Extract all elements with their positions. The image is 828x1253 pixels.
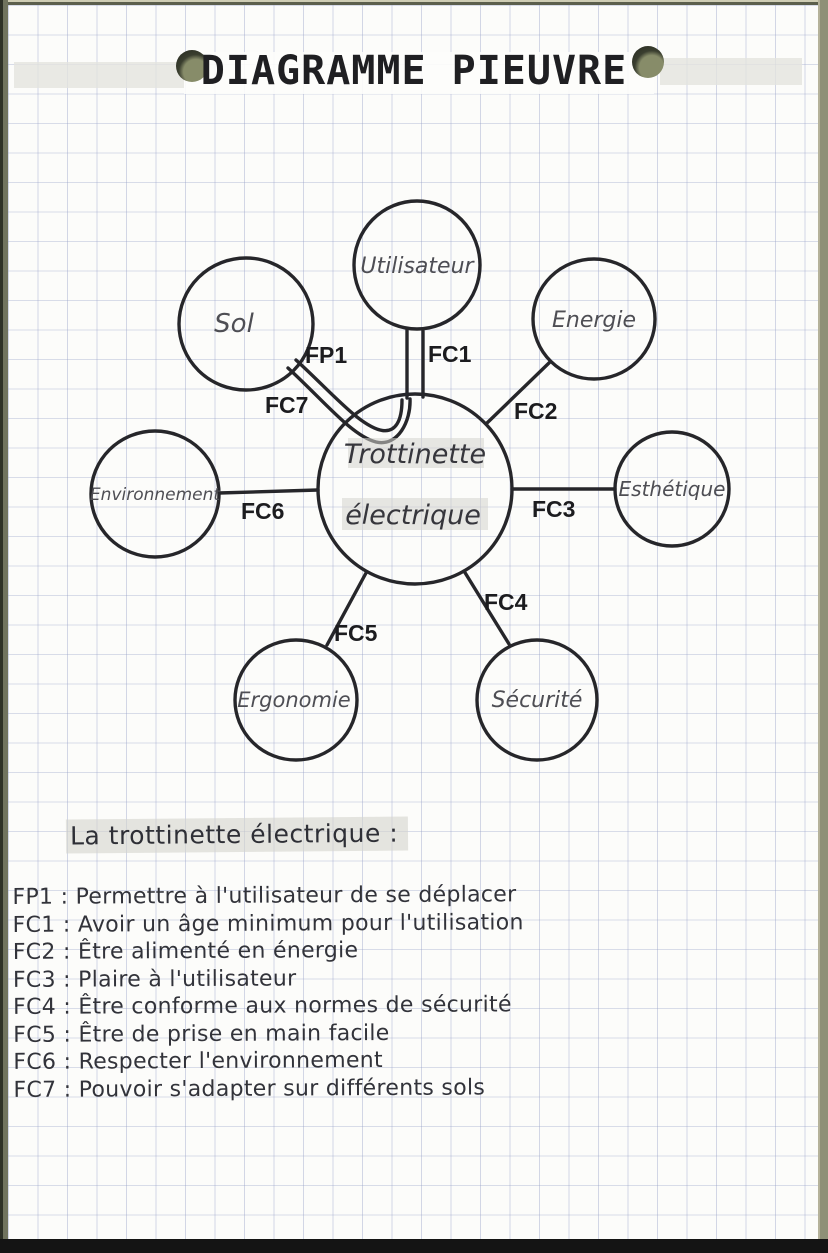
node-circle-sol [177,256,315,392]
link-line-fc2 [485,360,552,425]
node-circle-securite [475,638,599,762]
function-item-fc7: FC7 : Pouvoir s'adapter sur différents s… [13,1074,486,1103]
node-label-utilisateur: Utilisateur [360,254,475,279]
link-line-fp1-outer [294,358,404,433]
function-item-fc1: FC1 : Avoir un âge minimum pour l'utilis… [12,909,524,938]
title-highlight-band-left [14,62,184,88]
highlight-trottinette [348,438,484,468]
function-item-fc6: FC6 : Respecter l'environnement [13,1048,383,1075]
node-label-energie: Energie [552,308,636,333]
link-line-fc6 [217,488,320,495]
function-item-fc5: FC5 : Être de prise en main facile [13,1020,390,1048]
node-label-sol: Sol [214,309,254,339]
node-label-trottinette-line1: Trottinette [344,439,486,470]
link-label-fc7: FC7 [265,392,308,418]
hole-punch-left-icon [176,50,208,82]
link-label-fc4: FC4 [484,589,528,615]
highlight-electrique [342,498,488,530]
node-label-securite: Sécurité [492,688,583,713]
function-item-fp1: FP1 : Permettre à l'utilisateur de se dé… [12,882,517,910]
node-circle-ergonomie [233,638,359,762]
node-circle-trottinette [316,392,514,586]
function-item-fc3: FC3 : Plaire à l'utilisateur [12,965,297,993]
link-label-fc5: FC5 [334,620,378,646]
function-item-fc4: FC4 : Être conforme aux normes de sécuri… [13,992,512,1020]
hole-punch-right-icon [632,46,664,78]
link-label-fp1: FP1 [305,342,347,368]
node-label-ergonomie: Ergonomie [237,688,350,712]
link-label-fc2: FC2 [514,398,557,424]
function-item-fc2: FC2 : Être alimenté en énergie [12,938,359,965]
functions-heading: La trottinette électrique : [65,816,409,854]
node-circle-esthetique [613,430,731,548]
functions-list: FP1 : Permettre à l'utilisateur de se dé… [12,880,753,1104]
link-line-fc5 [325,571,368,647]
link-line-fc4 [462,569,511,646]
link-label-fc6: FC6 [241,498,284,524]
node-circle-energie [531,257,657,381]
functions-heading-text: La trottinette électrique : [65,816,409,854]
grid-paper-background [8,5,818,1239]
node-circle-utilisateur [352,199,482,331]
photo-edge-right [818,0,828,1253]
node-circle-environnement [89,429,221,559]
link-label-fc1: FC1 [428,341,472,367]
node-label-trottinette-line2: électrique [345,500,481,531]
title-highlight-band-right [660,58,802,85]
page-title: DIAGRAMME PIEUVRE [200,48,628,94]
node-label-environnement: Environnement [90,485,221,505]
photo-edge-left [0,0,8,1253]
link-label-fc3: FC3 [532,496,575,522]
photo-edge-bottom [0,1239,828,1253]
node-label-esthetique: Esthétique [619,477,726,501]
title-highlight-band-mid [184,52,654,94]
photo-edge-top [0,0,828,5]
